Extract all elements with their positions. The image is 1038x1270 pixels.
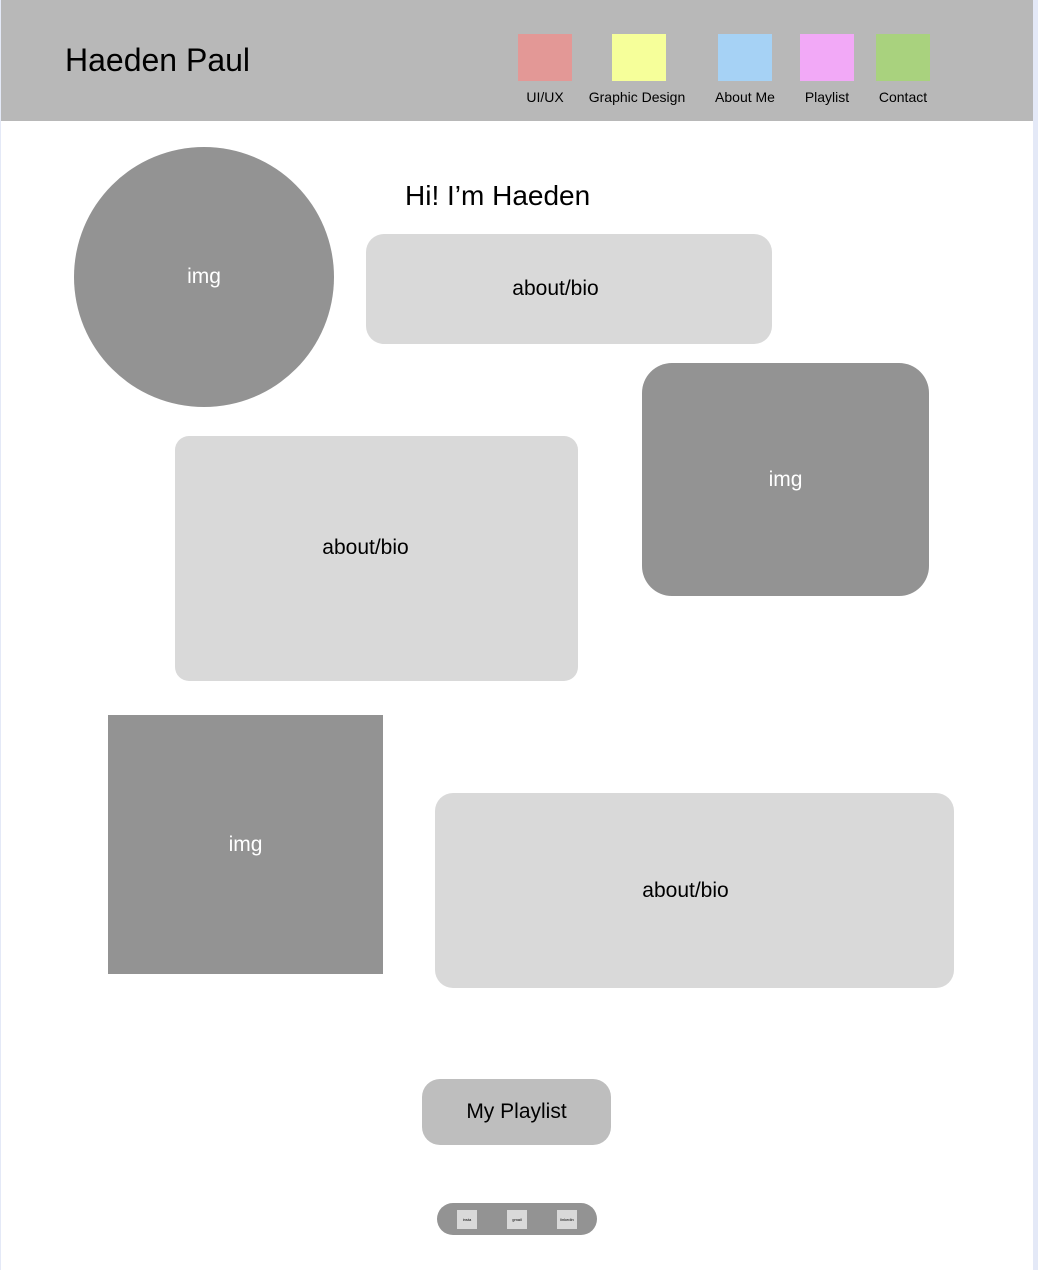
image-placeholder-2: img xyxy=(642,363,929,596)
nav-label-ui-ux: UI/UX xyxy=(526,89,564,105)
linkedin-icon[interactable]: linkedin xyxy=(557,1210,577,1229)
nav-label-contact: Contact xyxy=(878,89,928,105)
image-placeholder-label: img xyxy=(768,467,803,491)
nav-swatch-graphic-design xyxy=(612,34,666,81)
bio-label: about/bio xyxy=(642,878,729,902)
site-title: Haeden Paul xyxy=(65,42,251,78)
nav-swatch-playlist xyxy=(800,34,854,81)
nav-item-about-me[interactable]: About Me xyxy=(711,34,779,110)
header: Haeden Paul UI/UX Graphic Design About M… xyxy=(1,0,1033,121)
bio-box-1: about/bio xyxy=(366,234,772,344)
image-placeholder-label: img xyxy=(187,265,221,288)
nav-label-about-me: About Me xyxy=(715,89,775,105)
nav-item-ui-ux[interactable]: UI/UX xyxy=(518,34,574,110)
social-links-bar: insta gmail linkedin xyxy=(437,1203,597,1235)
bio-box-2: about/bio xyxy=(175,436,578,681)
my-playlist-button[interactable]: My Playlist xyxy=(422,1079,611,1145)
bio-label: about/bio xyxy=(512,277,599,300)
gmail-icon[interactable]: gmail xyxy=(507,1210,527,1229)
nav-label-graphic-design: Graphic Design xyxy=(588,89,686,105)
profile-image-placeholder: img xyxy=(74,147,334,407)
bio-box-3: about/bio xyxy=(435,793,954,988)
nav-item-playlist[interactable]: Playlist xyxy=(800,34,854,110)
greeting-heading: Hi! I’m Haeden xyxy=(405,180,591,211)
instagram-icon[interactable]: insta xyxy=(457,1210,477,1229)
nav-label-playlist: Playlist xyxy=(804,89,850,105)
image-placeholder-label: img xyxy=(228,832,263,856)
nav-item-contact[interactable]: Contact xyxy=(874,34,932,110)
nav-swatch-ui-ux xyxy=(518,34,572,81)
nav-swatch-contact xyxy=(876,34,930,81)
image-placeholder-3: img xyxy=(108,715,383,974)
nav-item-graphic-design[interactable]: Graphic Design xyxy=(585,34,689,110)
nav-swatch-about-me xyxy=(718,34,772,81)
bio-label: about/bio xyxy=(322,535,409,559)
